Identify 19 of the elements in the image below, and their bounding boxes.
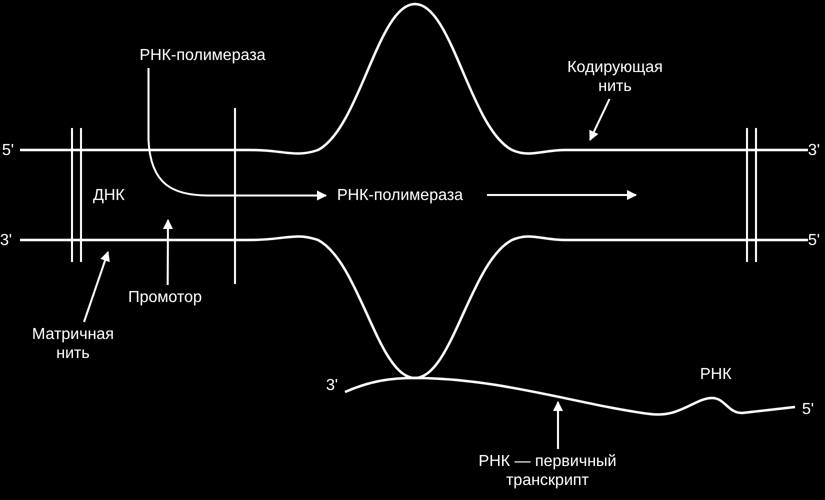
strand-end-label: 5' (2, 141, 14, 160)
node-label: Кодирующая нить (560, 58, 670, 96)
node-label: РНК-полимераза (135, 46, 270, 65)
arrow (148, 68, 327, 200)
molecule-label: РНК (700, 365, 732, 384)
leader-arrow (553, 401, 563, 449)
node-label: РНК — первичный транскрипт (460, 452, 635, 490)
strand-end-label: 3' (326, 376, 338, 395)
node-label: Матричная нить (18, 325, 128, 363)
leader-arrow (162, 219, 173, 285)
node-label: РНК-полимераза (330, 186, 470, 205)
node-label: Промотор (120, 288, 210, 307)
strand-end-label: 5' (808, 231, 820, 250)
strand-end-label: 3' (808, 141, 820, 160)
leader-arrow (83, 251, 110, 322)
strand-end-label: 5' (802, 400, 814, 419)
leader-arrow (589, 98, 610, 141)
molecule-label: ДНК (93, 186, 125, 205)
strand-end-label: 3' (0, 231, 12, 250)
